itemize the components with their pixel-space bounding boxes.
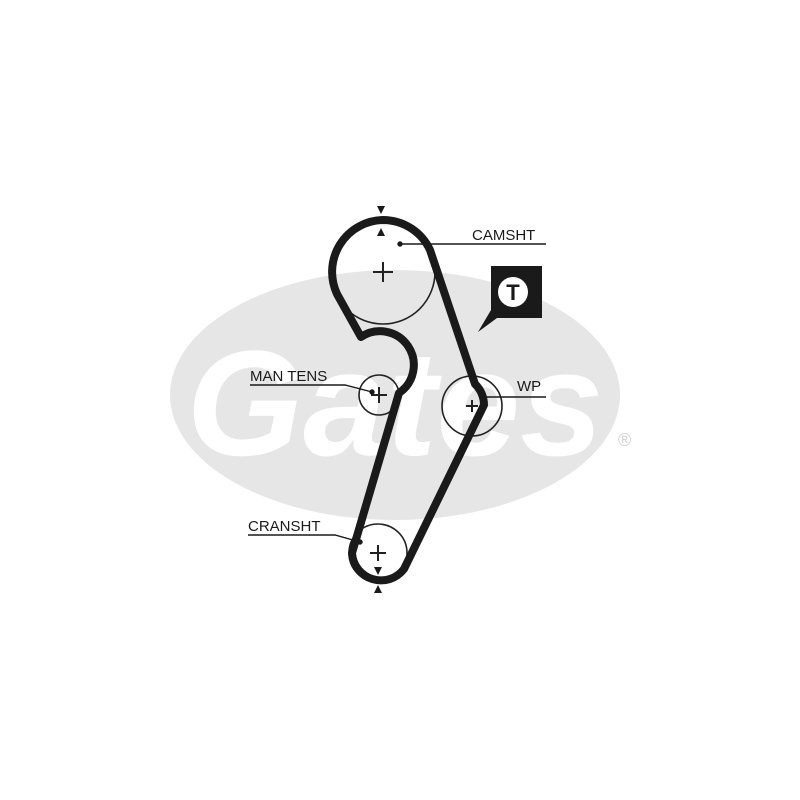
registered-mark: ®	[618, 430, 631, 450]
center-marks	[370, 262, 478, 561]
camshaft-outer-mark-icon	[377, 206, 385, 214]
timing-belt	[328, 216, 488, 585]
badge-circle-icon	[498, 277, 528, 307]
crankshaft-center-icon	[370, 545, 386, 561]
tensioner-label: MAN TENS	[250, 368, 327, 385]
tensioner-leader-dot	[369, 389, 375, 395]
badge-letter: T	[506, 280, 520, 305]
water-pump-label: WP	[517, 378, 541, 395]
crankshaft-leader	[248, 534, 361, 543]
crankshaft-inner-mark-icon	[374, 567, 382, 575]
camshaft-leader-dot	[397, 241, 403, 247]
camshaft-label: CAMSHT	[472, 227, 535, 244]
crankshaft-leader-dot	[357, 539, 363, 545]
crankshaft-label: CRANSHT	[248, 518, 321, 535]
tensioner-badge: T	[478, 266, 542, 332]
tensioner-leader	[250, 384, 373, 393]
camshaft-center-icon	[373, 262, 393, 282]
timing-marks	[374, 206, 385, 593]
camshaft-inner-mark-icon	[377, 228, 385, 236]
leader-lines	[248, 241, 546, 545]
water-pump-center-icon	[466, 400, 478, 412]
tensioner-center-icon	[371, 387, 387, 403]
water-pump-leader-dot	[481, 394, 487, 400]
crankshaft-outer-mark-icon	[374, 585, 382, 593]
